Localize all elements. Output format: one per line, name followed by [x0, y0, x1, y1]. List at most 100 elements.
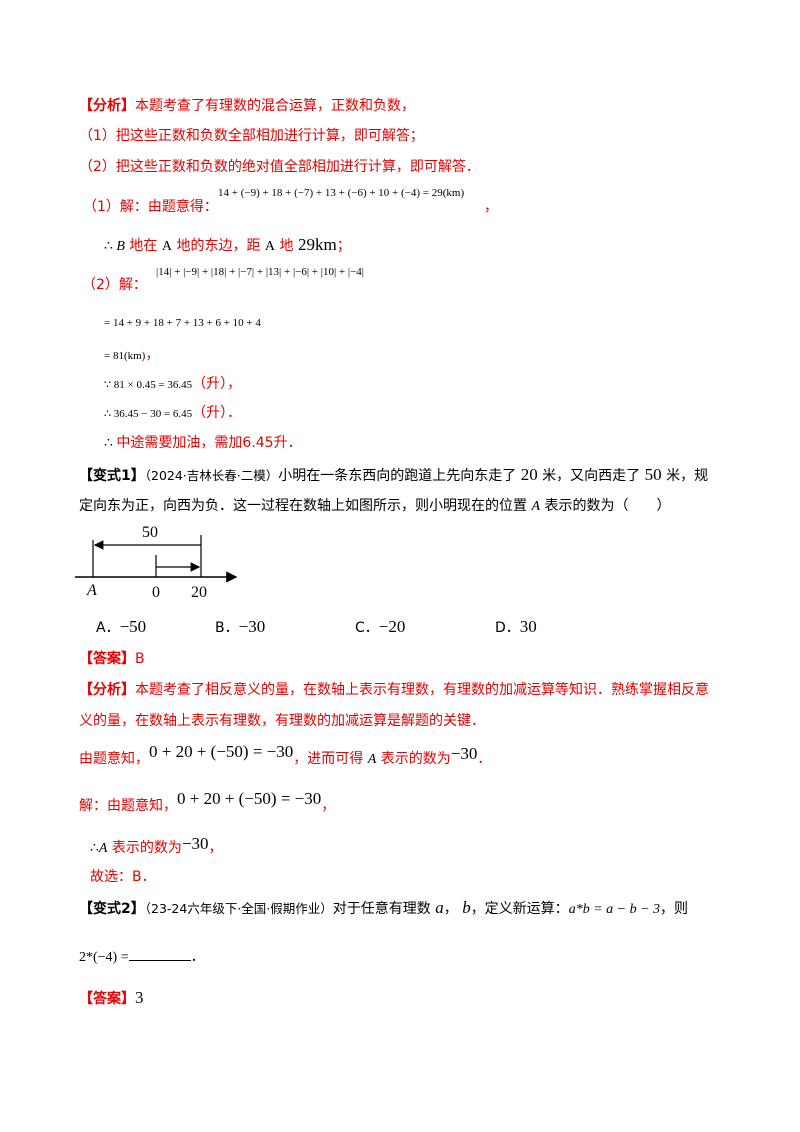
q2-answer-value: 3 [135, 988, 144, 1007]
line3-expr: = 81(km) [104, 350, 146, 362]
option-b-key: B． [215, 620, 239, 636]
option-d[interactable]: D．30 [495, 618, 537, 637]
q1-hint-pre: 由题意知， [79, 751, 149, 767]
part1-comma: ， [484, 199, 498, 215]
q2-text-b: ，定义新运算： [470, 901, 569, 917]
q1-line2-text-a: 定向东为正，向西为负．这一过程在数轴上如图所示，则小明现在的位置 [79, 498, 532, 514]
q1-sol-end: ， [321, 798, 336, 814]
q2-end: ． [190, 949, 205, 965]
therefore-symbol: ∴ [104, 239, 117, 254]
var-b: B [116, 239, 125, 254]
q1-hint-val: −30 [450, 744, 478, 763]
label-0: 0 [152, 584, 160, 601]
concl-text-3: 地 [275, 238, 298, 254]
q2-source: （23-24六年级下·全国·假期作业） [144, 901, 333, 916]
line6-text: 中途需要加油，需加6.45升． [116, 435, 302, 451]
q1-num-20: 20 [520, 465, 538, 484]
q2-var-b: b [462, 898, 471, 917]
q2-text-c: ，则 [660, 901, 689, 917]
number-line-figure: 50 A 0 20 [75, 524, 238, 601]
q1-hint-expr: 0 + 20 + (−50) = −30 [149, 742, 294, 761]
part2-label: （2）解： [82, 277, 147, 293]
part2-expression: |14| + |−9| + |18| + |−7| + |13| + |−6| … [156, 266, 364, 278]
option-c[interactable]: C．−20 [355, 618, 405, 637]
option-d-key: D． [495, 620, 520, 636]
q1-sol-pre: 解：由题意知， [79, 798, 177, 814]
q1-sol2-mid: 表示的数为 [107, 840, 182, 856]
part1-expression: 14 + (−9) + 18 + (−7) + 13 + (−6) + 10 +… [218, 187, 465, 199]
part2-line-5: ∴ 36.45 − 30 = 6.45（升）． [104, 404, 241, 423]
answer-blank [128, 946, 191, 961]
part2-line-2: = 14 + 9 + 18 + 7 + 13 + 6 + 10 + 4 [104, 317, 261, 329]
line4-end: ， [227, 376, 242, 392]
q1-line2-text-b: 表示的数为（ ） [540, 498, 671, 514]
q1-analysis-tag: 【分析】 [79, 682, 135, 698]
var-a: A [161, 239, 173, 254]
option-a[interactable]: A．−50 [96, 618, 146, 637]
part2-line-4: ∵ 81 × 0.45 = 36.45（升）， [104, 375, 241, 394]
q2-sep: ， [443, 901, 463, 917]
q1-answer: 【答案】B [79, 650, 145, 668]
q2-answer-tag: 【答案】 [79, 991, 135, 1007]
q1-answer-tag: 【答案】 [79, 651, 135, 667]
option-b-value: −30 [238, 617, 266, 636]
q1-sol2-val: −30 [181, 834, 209, 853]
option-c-key: C． [355, 620, 379, 636]
q1-analysis-text-1: 本题考查了相反意义的量，在数轴上表示有理数，有理数的加减运算等知识．熟练掌握相反… [135, 682, 709, 698]
concl-text-1: 地在 [124, 238, 162, 254]
part2-line-3: = 81(km)， [104, 346, 159, 365]
analysis-point-2: （2）把这些正数和负数的绝对值全部相加进行计算，即可解答． [79, 159, 480, 175]
q1-text-b: 米，又向西走了 [537, 468, 645, 484]
q2-definition: a*b = a − b − 3 [568, 902, 661, 917]
q2-answer: 【答案】3 [79, 989, 144, 1008]
line5-expr: ∴ 36.45 − 30 = 6.45 [104, 408, 193, 420]
q2-line-2: 2*(−4) = ． [79, 946, 205, 967]
q1-sol2-var-a: A [98, 841, 108, 856]
concl-end: ； [336, 238, 351, 254]
option-a-value: −50 [119, 617, 147, 636]
q1-tag: 【变式1】 [79, 468, 145, 484]
q1-sol2-pre: ∴ [90, 841, 99, 856]
q2-expression: 2*(−4) = [79, 950, 129, 965]
q1-solution-line-3: 故选：B． [90, 869, 156, 885]
line4-expr: ∵ 81 × 0.45 = 36.45 [104, 379, 193, 391]
q1-var-a: A [531, 499, 541, 514]
q1-solution-line: 解：由题意知，0 + 20 + (−50) = −30， [79, 790, 336, 815]
analysis-text: 本题考查了有理数的混合运算，正数和负数， [135, 98, 415, 114]
label-20: 20 [191, 584, 207, 601]
line4-unit: （升） [192, 376, 228, 392]
q2-line-1: 【变式2】（23-24六年级下·全国·假期作业）对于任意有理数 a， b，定义新… [79, 899, 688, 919]
line3-end: ， [145, 347, 160, 363]
q2-tag: 【变式2】 [79, 901, 145, 917]
option-d-value: 30 [519, 617, 537, 636]
q2-text-a: 对于任意有理数 [332, 901, 436, 917]
q1-analysis-1: 【分析】本题考查了相反意义的量，在数轴上表示有理数，有理数的加减运算等知识．熟练… [79, 681, 709, 699]
part2-line-6: ∴ 中途需要加油，需加6.45升． [104, 434, 302, 453]
q1-sol-expr: 0 + 20 + (−50) = −30 [177, 789, 322, 808]
analysis-point-1: （1）把这些正数和负数全部相加进行计算，即可解答； [79, 128, 424, 144]
q1-hint-var-a: A [367, 752, 377, 767]
q1-text-c: 米，规 [661, 468, 709, 484]
line5-unit: （升） [192, 405, 228, 421]
q1-hint-mid: ，进而可得 [293, 751, 368, 767]
q1-line-2: 定向东为正，向西为负．这一过程在数轴上如图所示，则小明现在的位置 A 表示的数为… [79, 497, 670, 516]
distance-value: 29km [297, 235, 337, 254]
option-a-key: A． [96, 620, 120, 636]
label-50: 50 [142, 524, 158, 541]
concl-text-2: 地的东边，距 [172, 238, 265, 254]
q1-solution-line-2: ∴A 表示的数为−30， [90, 835, 223, 858]
label-a: A [86, 582, 97, 599]
q1-line-1: 【变式1】（2024·吉林长春·二模）小明在一条东西向的跑道上先向东走了 20 … [79, 466, 708, 485]
line5-end: ． [227, 405, 242, 421]
q1-hint-end: ． [477, 751, 492, 767]
q1-num-50: 50 [644, 465, 662, 484]
q1-hint-line: 由题意知，0 + 20 + (−50) = −30，进而可得 A 表示的数为−3… [79, 743, 492, 769]
option-c-value: −20 [378, 617, 406, 636]
analysis-tag: 【分析】 [79, 98, 135, 114]
q1-text-a: 小明在一条东西向的跑道上先向东走了 [278, 468, 521, 484]
q2-var-a: a [435, 898, 444, 917]
option-b[interactable]: B．−30 [215, 618, 265, 637]
q1-hint-mid2: 表示的数为 [376, 751, 451, 767]
q1-analysis-2: 义的量，在数轴上表示有理数，有理数的加减运算是解题的关键． [79, 713, 485, 729]
q1-source: （2024·吉林长春·二模） [144, 468, 279, 483]
